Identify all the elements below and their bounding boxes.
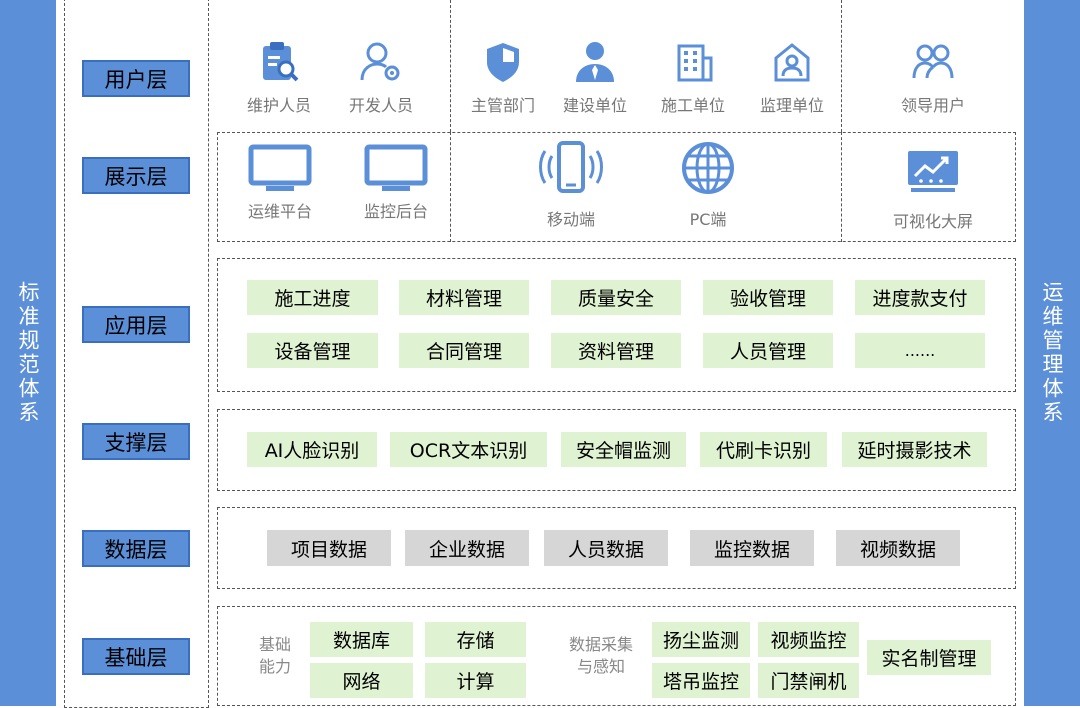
user-item-supervisor: 监理单位 <box>742 40 842 116</box>
layer-label-support: 支撑层 <box>82 423 190 460</box>
app-module: 质量安全 <box>551 280 681 315</box>
data-module: 人员数据 <box>544 530 668 566</box>
layer-label-data: 数据层 <box>82 530 190 567</box>
trend-screen-icon <box>908 151 958 192</box>
base-collect-module: 扬尘监测 <box>652 622 750 657</box>
monitor-icon <box>364 144 428 191</box>
base-basic-module: 网络 <box>310 663 413 698</box>
user-item-label: 建设单位 <box>562 96 627 115</box>
app-module: 人员管理 <box>703 333 833 368</box>
user-item-developer: 开发人员 <box>331 40 431 116</box>
base-collect-caption: 数据采集 与感知 <box>568 635 633 676</box>
shield-icon <box>487 43 519 82</box>
app-module: 施工进度 <box>247 280 378 315</box>
data-module: 项目数据 <box>267 530 391 566</box>
app-module: 设备管理 <box>247 333 378 368</box>
user-gear-icon <box>360 42 400 81</box>
layer-label-app: 应用层 <box>82 306 190 343</box>
display-item-big-screen: 可视化大屏 <box>873 150 993 232</box>
user-item-label: 施工单位 <box>660 96 725 115</box>
support-module: 延时摄影技术 <box>842 432 987 467</box>
data-module: 监控数据 <box>690 530 814 566</box>
user-item-label: 领导用户 <box>900 96 965 115</box>
app-module: 验收管理 <box>703 280 833 315</box>
display-item-mobile: 移动端 <box>521 140 621 230</box>
left-system-bar: 标准规范体系 <box>0 0 56 706</box>
building-icon <box>677 44 713 82</box>
display-item-label: 移动端 <box>546 210 595 229</box>
user-divider-2 <box>841 0 842 132</box>
user-item-leader: 领导用户 <box>883 40 983 116</box>
support-layer-box <box>217 409 1016 491</box>
layer-label-base: 基础层 <box>82 638 190 675</box>
clipboard-search-icon <box>263 42 299 82</box>
user-item-authority: 主管部门 <box>453 40 553 116</box>
display-layer-box <box>217 132 1016 242</box>
globe-icon <box>682 142 734 194</box>
base-basic-module: 存储 <box>425 622 526 657</box>
app-module: 资料管理 <box>551 333 681 368</box>
display-divider-2 <box>841 132 842 242</box>
display-item-label: 可视化大屏 <box>892 212 973 231</box>
base-collect-module: 视频监控 <box>758 622 859 657</box>
layer-label-user: 用户层 <box>82 60 190 97</box>
data-layer-box <box>217 507 1016 589</box>
support-module: AI人脸识别 <box>247 432 377 467</box>
display-item-monitor-backend: 监控后台 <box>348 144 444 222</box>
user-item-label: 监理单位 <box>759 96 824 115</box>
person-tie-icon <box>576 42 614 82</box>
support-module: OCR文本识别 <box>390 432 547 467</box>
user-item-label: 维护人员 <box>246 96 311 115</box>
right-system-label: 运维管理体系 <box>1040 281 1064 425</box>
user-item-label: 主管部门 <box>470 96 535 115</box>
base-basic-module: 计算 <box>425 663 526 698</box>
base-basic-module: 数据库 <box>310 622 413 657</box>
display-item-label: 监控后台 <box>363 202 428 221</box>
house-person-icon <box>774 43 810 82</box>
left-system-label: 标准规范体系 <box>16 281 40 425</box>
user-item-maintainer: 维护人员 <box>229 40 329 116</box>
display-item-ops-platform: 运维平台 <box>232 144 328 222</box>
monitor-icon <box>248 144 312 191</box>
app-module: 合同管理 <box>399 333 529 368</box>
user-item-label: 开发人员 <box>348 96 413 115</box>
display-divider-1 <box>450 132 451 242</box>
data-module: 视频数据 <box>836 530 960 566</box>
data-module: 企业数据 <box>405 530 529 566</box>
support-module: 安全帽监测 <box>561 432 686 467</box>
app-layer-box <box>217 258 1016 392</box>
base-collect-module: 门禁闸机 <box>758 663 859 698</box>
base-collect-module: 塔吊监控 <box>652 663 750 698</box>
layer-label-column <box>64 0 209 708</box>
app-module: 材料管理 <box>399 280 529 315</box>
base-extra-module: 实名制管理 <box>867 640 991 675</box>
app-module: 进度款支付 <box>855 280 985 315</box>
app-module-ellipsis: ...... <box>855 333 985 368</box>
base-basic-caption: 基础 能力 <box>258 635 291 676</box>
right-system-bar: 运维管理体系 <box>1024 0 1080 706</box>
display-item-label: PC端 <box>689 210 727 229</box>
user-divider-1 <box>450 0 451 132</box>
layer-label-display: 展示层 <box>82 157 190 194</box>
user-item-construction: 施工单位 <box>643 40 743 116</box>
support-module: 代刷卡识别 <box>700 432 827 467</box>
user-item-builder: 建设单位 <box>545 40 645 116</box>
display-item-label: 运维平台 <box>247 202 312 221</box>
display-item-pc: PC端 <box>658 140 758 230</box>
user-group-icon <box>912 44 954 79</box>
mobile-phone-icon <box>539 141 603 193</box>
